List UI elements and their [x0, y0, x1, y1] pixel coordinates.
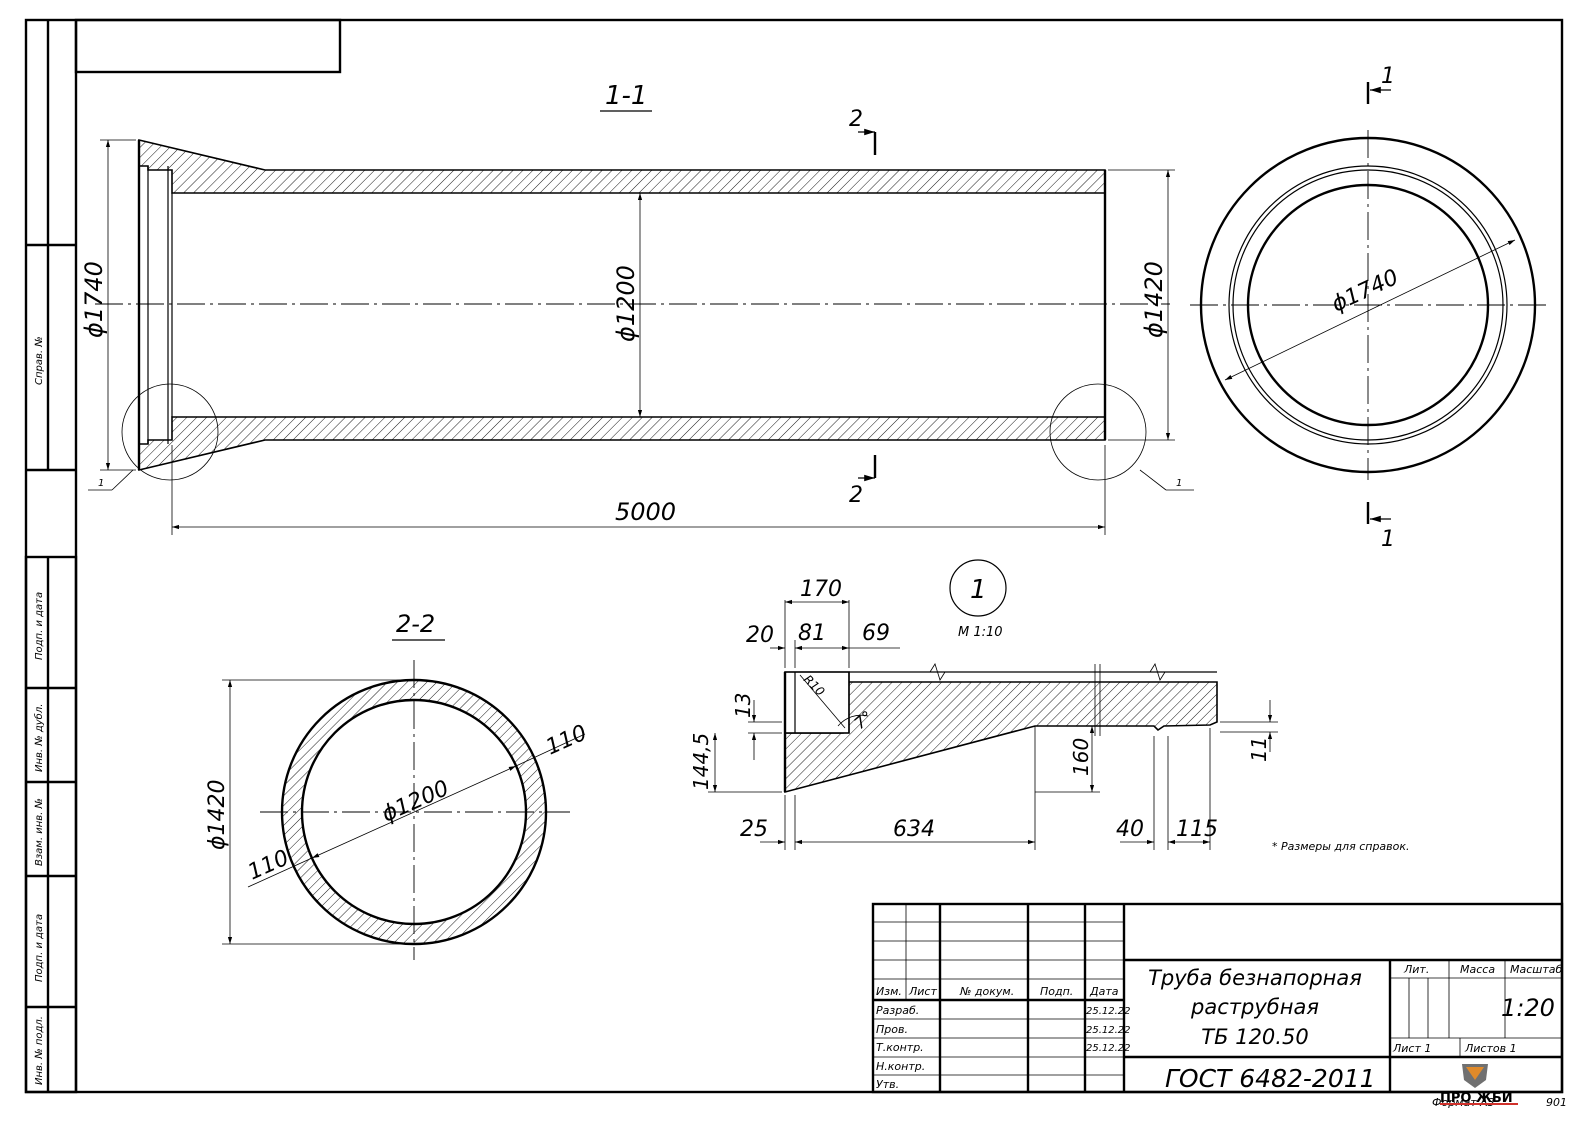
side-stamp-5: Инв. № подл.: [34, 1016, 45, 1085]
detail-dim-13: 13: [731, 693, 755, 718]
cut-1-bottom-label: 1: [1381, 527, 1395, 552]
dim-d1420-right: ϕ1420: [1140, 261, 1168, 338]
dim-wall-top: 110: [542, 721, 591, 761]
detail-dim-40: 40: [1116, 817, 1144, 842]
side-stamp-1: Подп. и дата: [34, 592, 45, 660]
tb-standard: ГОСТ 6482-2011: [1165, 1064, 1376, 1093]
pipe-section-2-2: 2-2 ϕ1420 ϕ1200 110 110: [205, 610, 591, 960]
reference-note: * Размеры для справок.: [1272, 840, 1410, 853]
tb-row-2-role: Т.контр.: [876, 1041, 924, 1054]
pipe-wall-bottom: [138, 416, 1106, 472]
detail-1: 1 М 1:10 170 81 20 69 R10 7°: [689, 559, 1278, 850]
sheet-frame: [24, 18, 1564, 1094]
side-stamp-4: Подп. и дата: [34, 914, 45, 982]
cut-1-top-label: 1: [1381, 64, 1395, 89]
tb-row-0-role: Разраб.: [876, 1004, 919, 1017]
dim-wall-bottom: 110: [244, 846, 293, 886]
pipe-section-1-1: 1-1 1 1 2 2 ϕ1740: [80, 81, 1194, 535]
side-stamps: Справ. № Подп. и дата Инв. № дубл. Взам.…: [33, 336, 45, 1085]
dim-d1200-main: ϕ1200: [612, 265, 640, 342]
section-2-2-label: 2-2: [396, 610, 435, 638]
tb-header-izm: Изм.: [876, 985, 902, 998]
detail-dim-20: 20: [746, 623, 774, 648]
tb-sheets-label: Листов 1: [1464, 1042, 1517, 1055]
tb-mass-label: Масса: [1460, 963, 1495, 976]
detail-dim-69: 69: [862, 621, 890, 646]
pipe-wall-top: [138, 138, 1106, 194]
detail-dim-25: 25: [740, 817, 768, 842]
tb-row-1-role: Пров.: [876, 1023, 908, 1036]
detail-dim-81: 81: [798, 621, 826, 646]
tb-title-line3: ТБ 120.50: [1201, 1025, 1308, 1049]
logo-text: ПРО ЖБИ: [1440, 1091, 1513, 1106]
side-stamp-0: Справ. №: [34, 336, 45, 385]
title-block: Изм. Лист № докум. Подп. Дата Разраб. 25…: [871, 902, 1567, 1109]
tb-title-line1: Труба безнапорная: [1148, 966, 1362, 990]
dim-d1740-left: ϕ1740: [80, 261, 108, 338]
tb-lit-label: Лит.: [1403, 963, 1429, 976]
detail-dim-634: 634: [893, 817, 935, 842]
tb-row-1-date: 25.12.22: [1086, 1025, 1131, 1036]
tb-title-line2: раструбная: [1190, 995, 1319, 1019]
section-1-1-label: 1-1: [605, 81, 647, 111]
dim-d1740-round: ϕ1740: [1328, 265, 1402, 317]
side-stamp-2: Инв. № дубл.: [33, 704, 45, 772]
detail-scale: М 1:10: [958, 625, 1003, 640]
tb-code: 901: [1546, 1096, 1567, 1109]
detail-dim-11: 11: [1247, 737, 1271, 762]
detail-dim-115: 115: [1176, 817, 1218, 842]
tb-format: Формат А3: [1432, 1096, 1495, 1109]
company-logo: ПРО ЖБИ: [1440, 1064, 1518, 1106]
side-stamp-3: Взам. инв. №: [34, 798, 45, 866]
tb-sheet-label: Лист 1: [1392, 1042, 1431, 1055]
pipe-end-view: ϕ1740 1 1: [1190, 64, 1548, 552]
tb-row-0-date: 25.12.22: [1086, 1006, 1131, 1017]
tb-header-sign: Подп.: [1040, 985, 1073, 998]
detail-dim-170: 170: [800, 577, 842, 602]
dim-length-5000: 5000: [615, 498, 676, 526]
tb-header-list: Лист: [908, 985, 937, 998]
tb-scale-label: Масштаб: [1510, 963, 1562, 976]
cut-2-bottom-label: 2: [849, 483, 863, 508]
detail-callout-left: 1: [98, 478, 104, 489]
tb-row-4-role: Утв.: [876, 1078, 899, 1091]
detail-dim-144-5: 144,5: [689, 733, 713, 790]
tb-header-date: Дата: [1089, 985, 1119, 998]
detail-socket-groove: [784, 671, 850, 734]
tb-row-2-date: 25.12.22: [1086, 1043, 1131, 1054]
detail-number: 1: [970, 575, 987, 605]
dim-d1420-round: ϕ1420: [205, 779, 230, 850]
detail-dim-160: 160: [1069, 738, 1093, 776]
tb-scale-value: 1:20: [1501, 994, 1555, 1022]
cut-2-top-label: 2: [849, 107, 863, 132]
detail-callout-right: 1: [1176, 478, 1182, 489]
tb-row-3-role: Н.контр.: [876, 1060, 925, 1073]
tb-header-doc: № докум.: [959, 985, 1014, 998]
